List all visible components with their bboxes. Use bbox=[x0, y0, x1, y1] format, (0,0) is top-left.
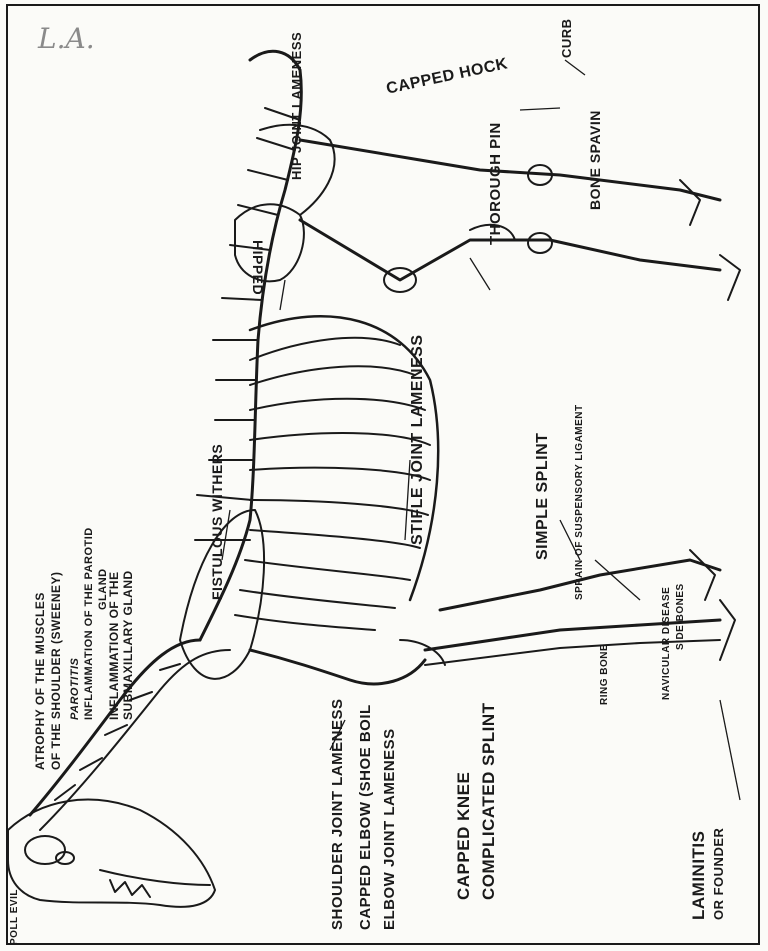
label-navicular: NAVICULAR DISEASE bbox=[662, 587, 672, 700]
label-parotitis: PAROTITIS bbox=[70, 658, 81, 720]
label-elbow-joint: ELBOW JOINT LAMENESS bbox=[382, 728, 397, 930]
label-laminitis: LAMINITIS bbox=[690, 831, 707, 921]
label-curb: CURB bbox=[560, 18, 573, 58]
label-simple-splint: SIMPLE SPLINT bbox=[535, 433, 551, 560]
label-side-bones: SIDE BONES bbox=[676, 583, 686, 650]
label-hipped: HIPPED bbox=[251, 240, 265, 295]
label-parotid-1: INFLAMMATION OF THE PAROTID bbox=[84, 527, 95, 720]
label-sprain: SPRAIN OF SUSPENSORY LIGAMENT bbox=[575, 404, 585, 600]
label-capped-knee: CAPPED KNEE bbox=[455, 772, 472, 900]
label-stifle: STIFLE JOINT LAMENESS bbox=[410, 334, 426, 545]
label-ring-bone: RING BONE bbox=[600, 644, 610, 705]
label-submaxillary-2: SUBMAXILLARY GLAND bbox=[122, 570, 134, 720]
label-atrophy-1: ATROPHY OF THE MUSCLES bbox=[34, 592, 46, 770]
label-hip-joint: HIP JOINT LAMENESS bbox=[290, 32, 303, 180]
label-poll-evil: POLL EVIL bbox=[10, 889, 20, 945]
label-shoulder-joint: SHOULDER JOINT LAMENESS bbox=[330, 698, 345, 930]
label-atrophy-2: OF THE SHOULDER (SWEENEY) bbox=[50, 571, 62, 770]
label-complicated-splint: COMPLICATED SPLINT bbox=[480, 702, 497, 900]
label-submaxillary-1: INFLAMMATION OF THE bbox=[108, 571, 120, 720]
label-thorough-pin: THOROUGH PIN bbox=[488, 122, 503, 245]
label-or-founder: OR FOUNDER bbox=[712, 828, 725, 920]
label-fistulous-withers: FISTULOUS WITHERS bbox=[210, 444, 224, 600]
label-bone-spavin: BONE SPAVIN bbox=[588, 110, 602, 210]
label-capped-elbow: CAPPED ELBOW (SHOE BOIL bbox=[358, 704, 373, 930]
